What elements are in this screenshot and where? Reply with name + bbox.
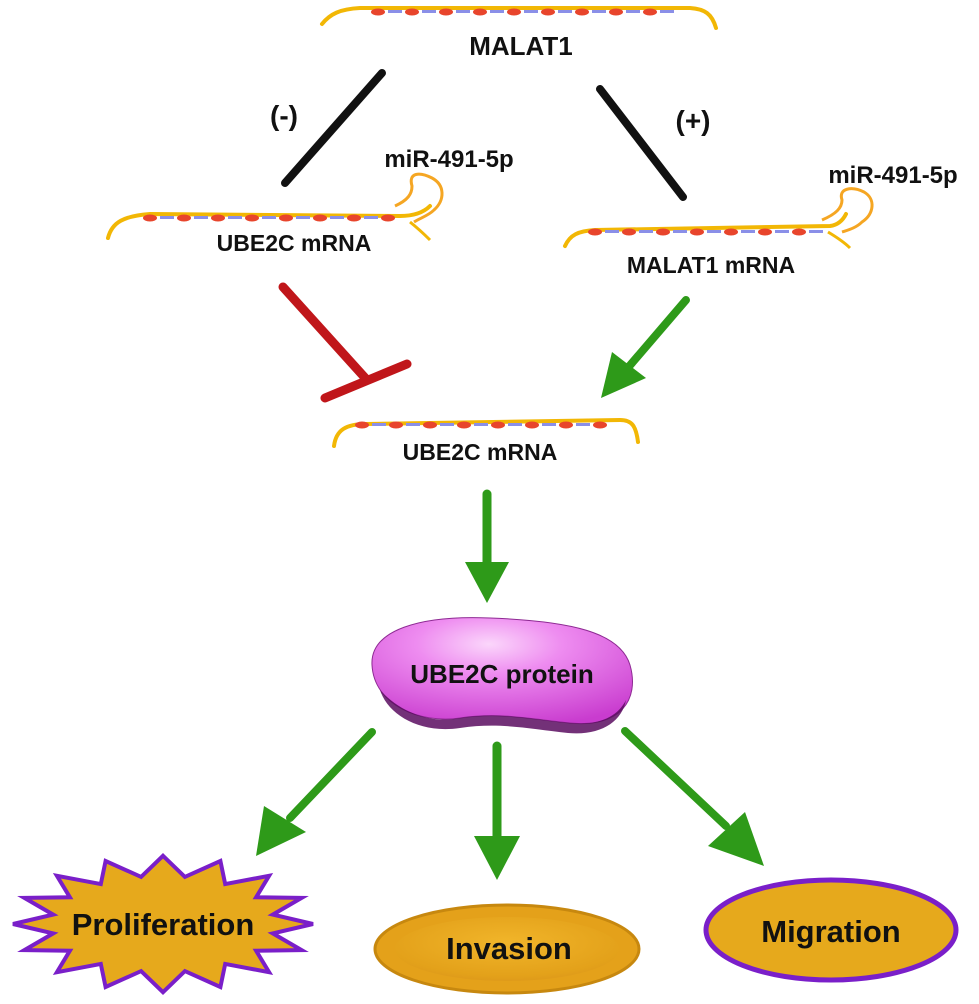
rna-base-blue [592,10,606,13]
invasion-label: Invasion [446,931,572,966]
malat1-negative-line [281,69,386,187]
ube2c-mrna-mirna-complex [106,172,444,242]
rna-base-blue [775,230,789,233]
rna-base-blue [474,423,488,426]
rna-base-blue [330,216,344,219]
rna-base-blue [372,423,386,426]
rna-base-blue [626,10,640,13]
rna-base-red [559,421,573,429]
rna-base-red [656,228,670,236]
rna-base-red [622,228,636,236]
rna-base-blue [542,423,556,426]
inhibition-arrow [278,282,412,403]
ube2c-mrna-left-label: UBE2C mRNA [217,230,372,256]
ube2c-protein-node [371,617,633,734]
ube2c-mrna-center [332,417,640,448]
rna-base-red [279,214,293,222]
rna-base-blue [508,423,522,426]
rna-base-red [313,214,327,222]
proliferation-node [12,853,314,995]
rna-base-blue [406,423,420,426]
rna-base-blue [741,230,755,233]
rna-base-blue [262,216,276,219]
rna-base-blue [707,230,721,233]
rna-base-red [347,214,361,222]
rna-base-red [541,8,555,16]
rna-base-blue [160,216,174,219]
rna-base-blue [456,10,470,13]
rna-base-blue [194,216,208,219]
rna-base-red [211,214,225,222]
malat1-mrna-label: MALAT1 mRNA [627,252,795,278]
mirna-hairpin-right [821,187,874,234]
arrow-to-invasion [474,741,520,880]
malat1-rna-strand [320,6,718,30]
rna-base-red [758,228,772,236]
rna-base-red [355,421,369,429]
rna-base-red [457,421,471,429]
rna-base-red [609,8,623,16]
invasion-node [373,903,641,995]
rna-base-red [593,421,607,429]
ube2c-protein-label: UBE2C protein [410,659,593,689]
rna-base-red [792,228,806,236]
rna-base-blue [296,216,310,219]
translation-arrow [465,489,509,603]
positive-sign: (+) [676,105,711,136]
rna-base-blue [673,230,687,233]
malat1-mrna-mirna-complex [563,187,874,250]
rna-base-red [177,214,191,222]
rna-base-red [575,8,589,16]
rna-base-blue [660,10,674,13]
rna-base-red [690,228,704,236]
rna-base-blue [440,423,454,426]
malat1-positive-line [596,85,687,201]
rna-base-blue [228,216,242,219]
rna-base-blue [422,10,436,13]
migration-node [703,877,959,983]
migration-label: Migration [761,914,901,949]
arrow-to-migration [621,727,764,866]
negative-sign: (-) [270,100,298,131]
rna-base-red [439,8,453,16]
rna-base-blue [558,10,572,13]
ube2c-mrna-center-label: UBE2C mRNA [403,439,558,465]
rna-base-red [405,8,419,16]
rna-base-red [491,421,505,429]
proliferation-label: Proliferation [72,907,255,942]
arrow-to-proliferation [256,728,376,856]
rna-base-red [507,8,521,16]
activation-arrow-right [601,296,690,398]
rna-base-blue [605,230,619,233]
rna-base-red [381,214,395,222]
rna-base-blue [490,10,504,13]
mirna-label-right: miR-491-5p [828,162,957,189]
rna-base-red [423,421,437,429]
rna-base-red [724,228,738,236]
rna-base-blue [364,216,378,219]
rna-base-blue [576,423,590,426]
rna-base-red [588,228,602,236]
malat1-label: MALAT1 [469,31,573,61]
rna-base-blue [809,230,823,233]
mirna-hairpin-left [394,172,444,224]
rna-base-blue [524,10,538,13]
rna-base-blue [639,230,653,233]
rna-base-red [245,214,259,222]
rna-base-red [389,421,403,429]
rna-base-red [371,8,385,16]
rna-base-red [643,8,657,16]
rna-base-red [473,8,487,16]
mirna-label-left: miR-491-5p [384,146,513,173]
rna-base-red [143,214,157,222]
rna-base-red [525,421,539,429]
rna-base-blue [388,10,402,13]
